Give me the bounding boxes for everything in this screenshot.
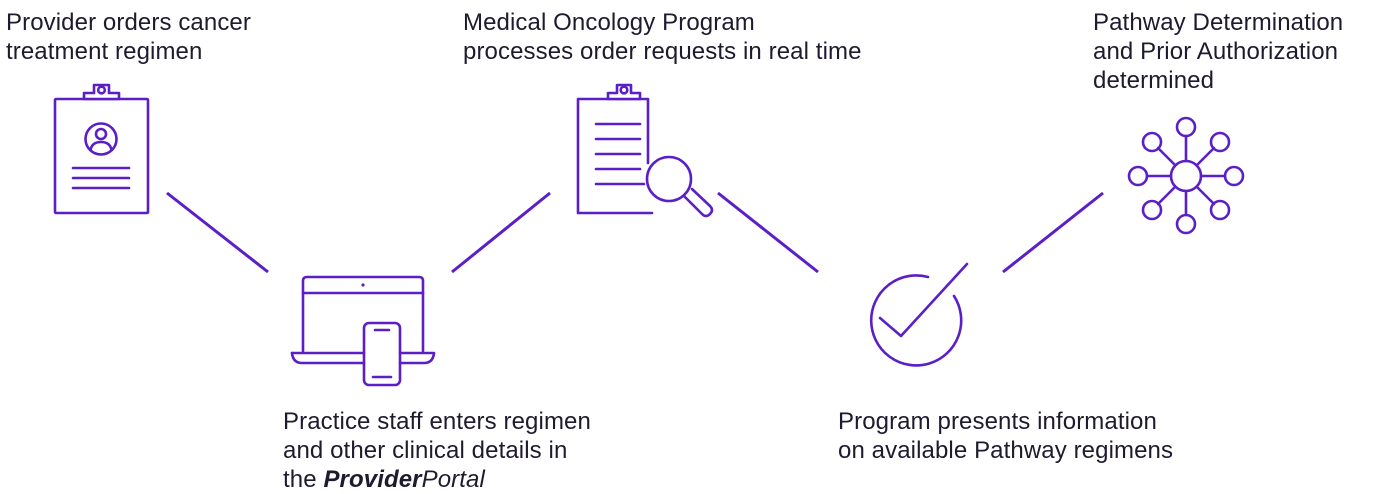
clipboard-search-icon	[576, 83, 714, 218]
step-practice-staff-line-2: and other clinical details in	[283, 437, 568, 464]
network-hub-icon	[1127, 116, 1245, 235]
step-program-presents-line-2: on available Pathway regimens	[838, 437, 1174, 464]
checkmark-circle-icon	[869, 262, 969, 367]
step-practice-staff-line-1: Practice staff enters regimen	[283, 408, 591, 435]
connector-line-3	[717, 191, 819, 274]
step-program-processes-line-1: Medical Oncology Program	[463, 9, 755, 36]
step-provider-orders-line-1: Provider orders cancer	[6, 9, 251, 36]
connector-line-2	[451, 191, 551, 274]
step-program-processes-line-2: processes order requests in real time	[463, 38, 862, 65]
step-pathway-determination-line-1: Pathway Determination	[1093, 9, 1344, 36]
laptop-phone-icon	[290, 275, 436, 387]
step-pathway-determination-line-2: and Prior Authorization	[1093, 38, 1339, 65]
step-provider-orders: Provider orders cancer treatment regimen	[6, 8, 251, 66]
step-practice-staff: Practice staff enters regimen and other …	[283, 407, 591, 494]
step-program-processes: Medical Oncology Program processes order…	[463, 8, 862, 66]
step-pathway-determination-line-3: determined	[1093, 67, 1215, 94]
provider-portal-brand-rest: Portal	[421, 466, 485, 493]
step-practice-staff-line-3: the ProviderPortal	[283, 465, 591, 494]
provider-portal-brand-bold: Provider	[323, 466, 422, 493]
connector-line-1	[166, 191, 269, 274]
step-practice-staff-line-3-prefix: the	[283, 466, 324, 493]
step-pathway-determination: Pathway Determination and Prior Authoriz…	[1093, 8, 1343, 95]
connector-line-4	[1002, 191, 1104, 274]
step-provider-orders-line-2: treatment regimen	[6, 38, 203, 65]
step-program-presents: Program presents information on availabl…	[838, 407, 1173, 465]
step-program-presents-line-1: Program presents information	[838, 408, 1157, 435]
clipboard-patient-icon	[53, 83, 150, 215]
